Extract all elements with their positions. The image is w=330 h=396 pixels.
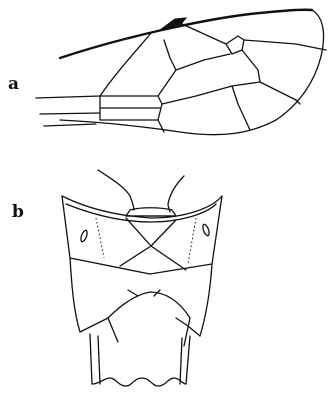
abdomen-segment — [70, 258, 212, 346]
antennae — [98, 170, 184, 212]
head-segment — [126, 208, 176, 216]
posterior-segment — [90, 334, 190, 386]
